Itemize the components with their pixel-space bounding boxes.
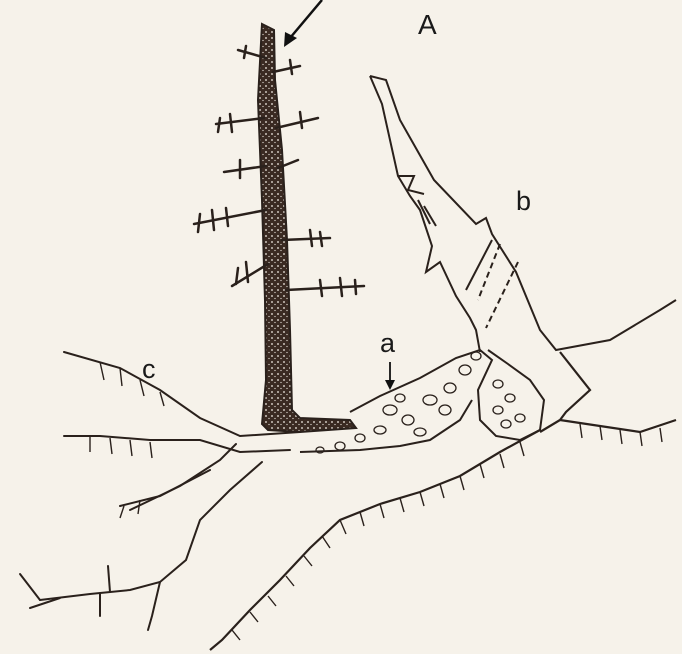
- label-c: c: [142, 354, 156, 384]
- pointer-arrow: [284, 0, 322, 47]
- rotting-wood-texture: [316, 352, 525, 453]
- label-b: b: [516, 186, 531, 216]
- label-a: a: [380, 328, 396, 358]
- tree-trunk: [258, 24, 356, 432]
- nurse-log: [300, 350, 544, 453]
- label-A: A: [418, 9, 437, 40]
- log-hatching: [232, 424, 662, 640]
- label-a-arrow: [385, 362, 395, 390]
